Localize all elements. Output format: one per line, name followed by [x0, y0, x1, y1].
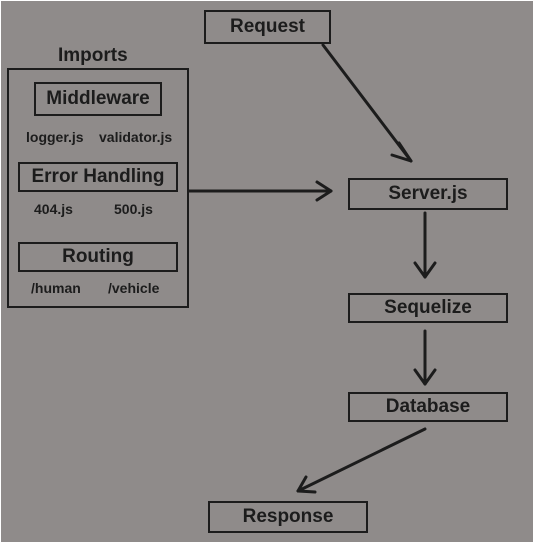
- middleware-box: Middleware: [34, 82, 162, 116]
- routing-item-vehicle: /vehicle: [108, 280, 160, 296]
- sequelize-node: Sequelize: [348, 293, 508, 323]
- request-node: Request: [204, 10, 331, 44]
- arrow-database-to-response: [296, 427, 427, 494]
- server-node: Server.js: [348, 178, 508, 210]
- error-item-404: 404.js: [34, 201, 73, 217]
- database-node: Database: [348, 392, 508, 422]
- response-node: Response: [208, 501, 368, 533]
- routing-item-human: /human: [31, 280, 81, 296]
- routing-box: Routing: [18, 242, 178, 272]
- imports-title: Imports: [58, 45, 128, 66]
- imports-group: [7, 68, 189, 308]
- error-handling-box: Error Handling: [18, 162, 178, 192]
- arrow-request-to-server: [321, 43, 413, 163]
- arrow-server-to-sequelize: [413, 211, 437, 279]
- arrow-imports-to-server: [187, 180, 333, 202]
- middleware-item-validator: validator.js: [99, 129, 173, 145]
- arrow-sequelize-to-database: [413, 329, 437, 386]
- error-item-500: 500.js: [114, 201, 153, 217]
- middleware-item-logger: logger.js: [26, 129, 84, 145]
